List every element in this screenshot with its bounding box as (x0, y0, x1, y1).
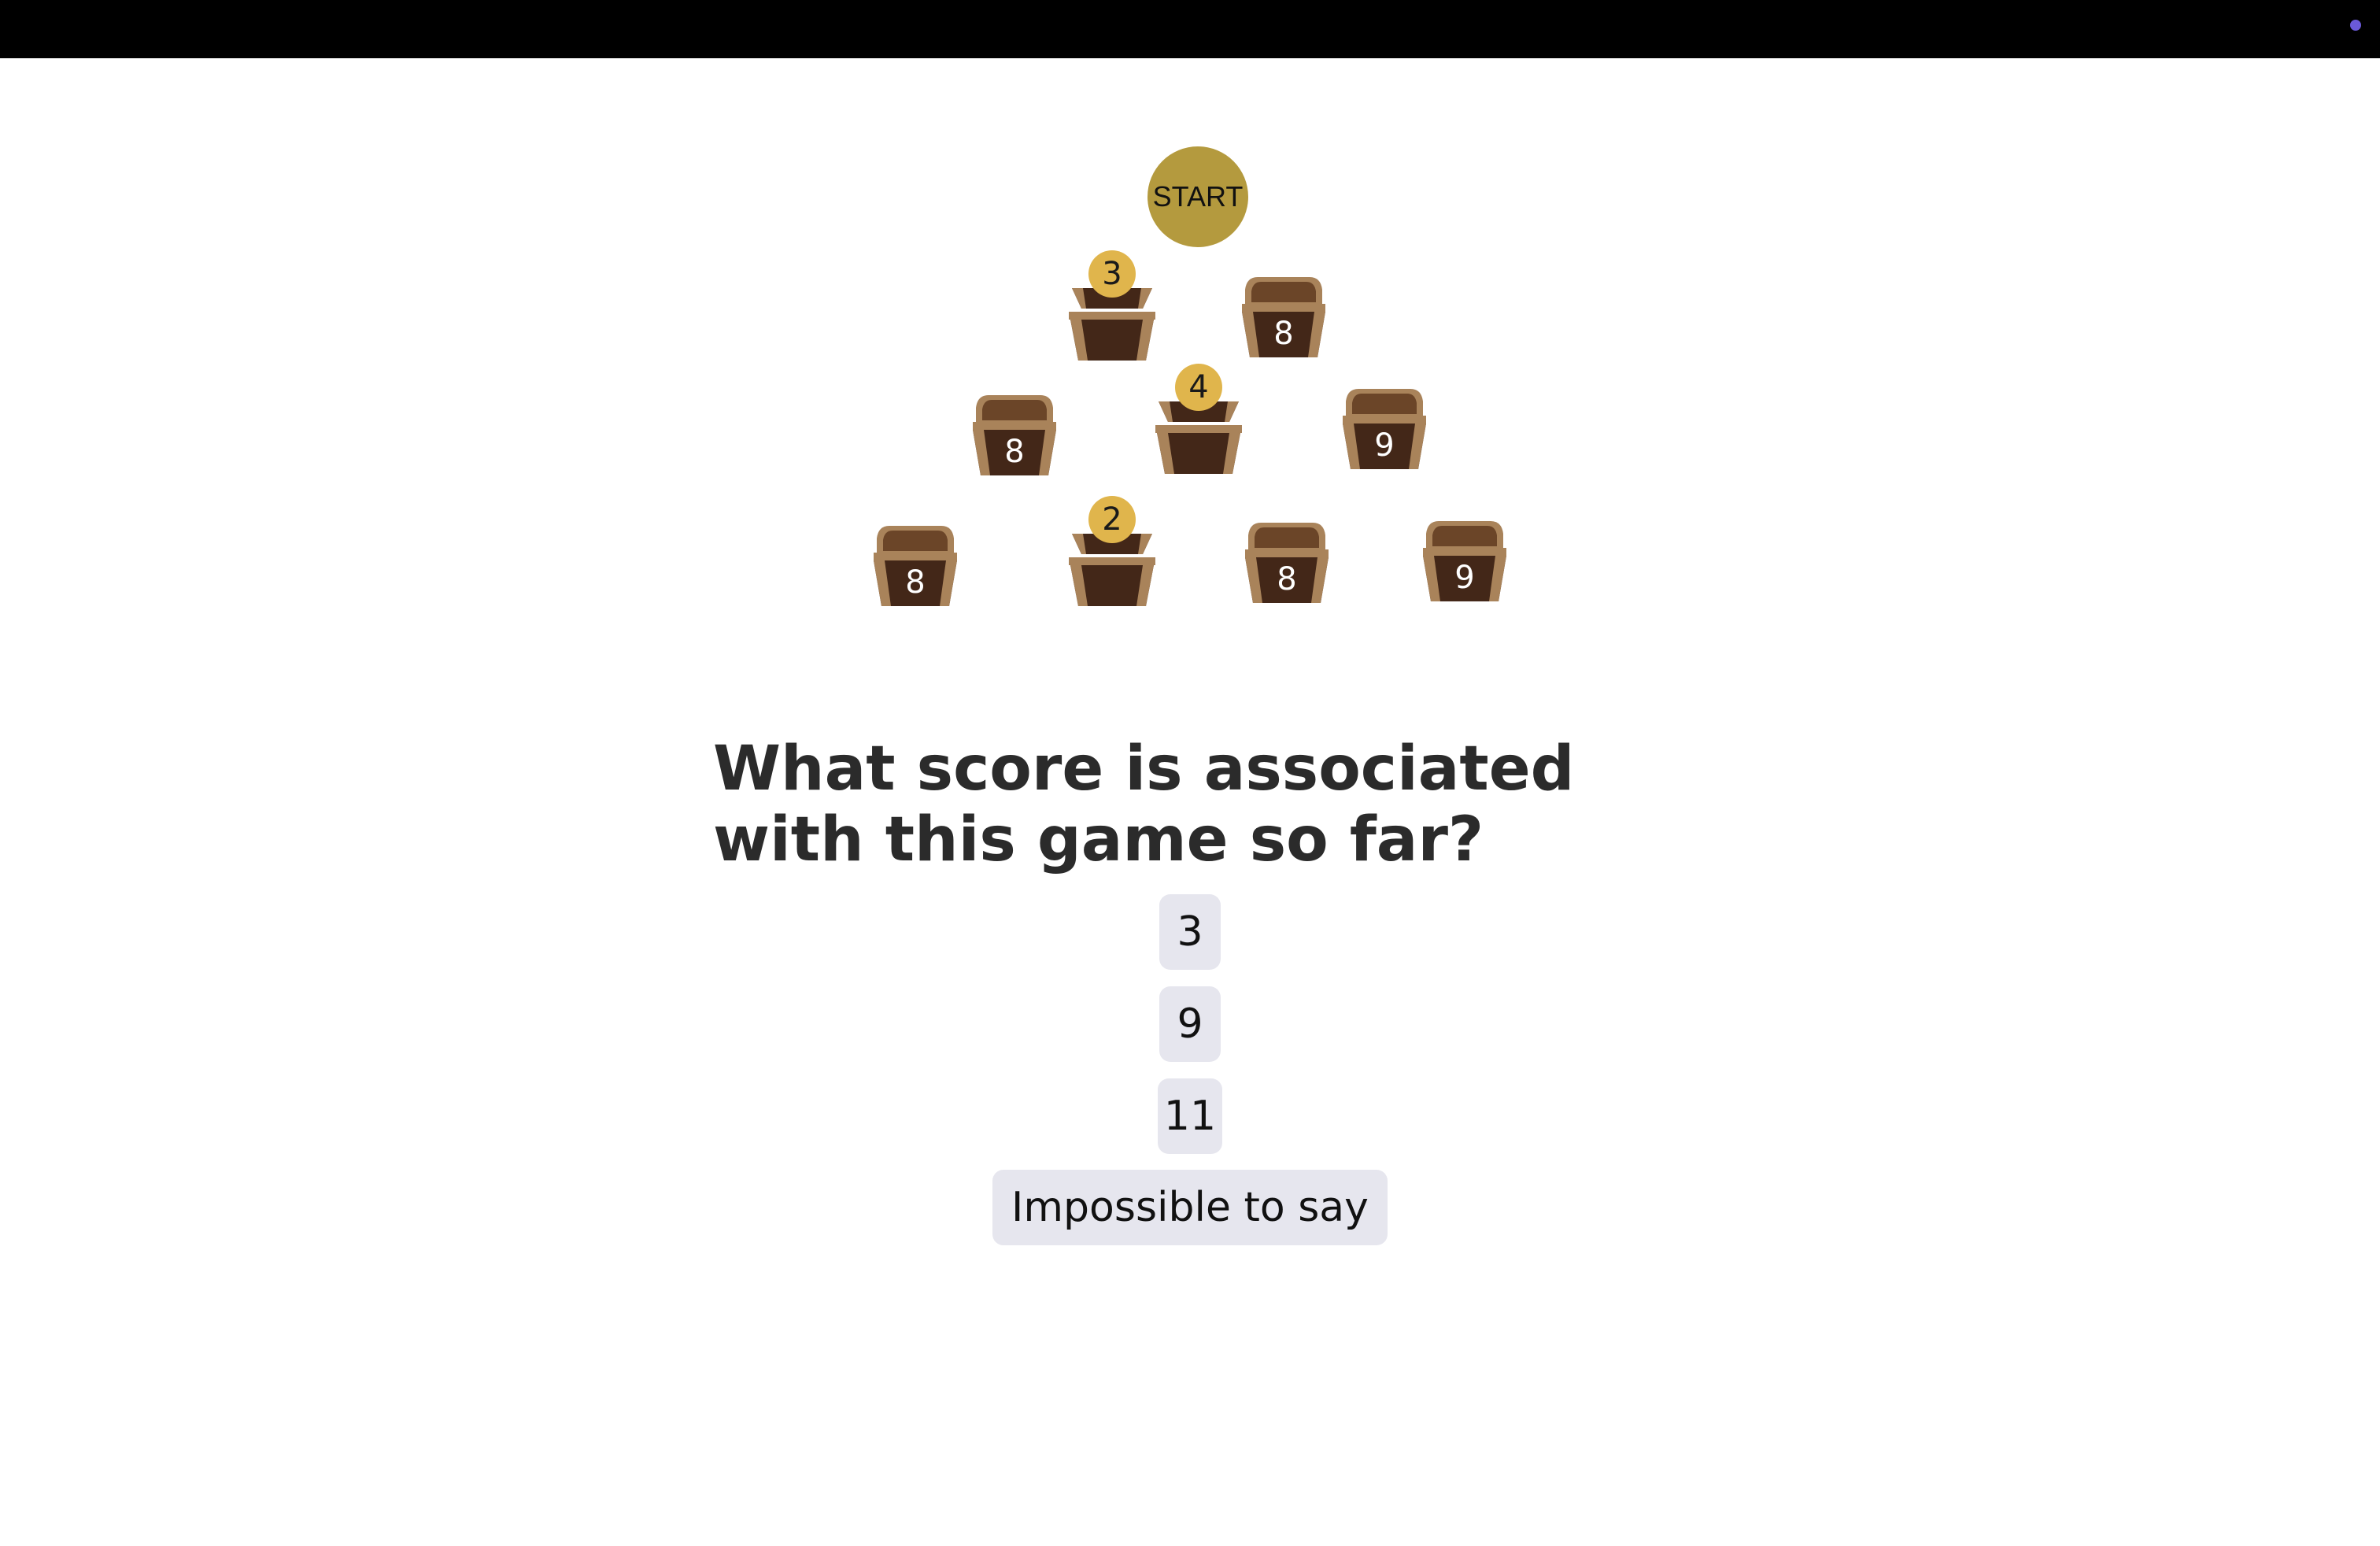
chest-icon (1155, 401, 1242, 474)
chest-icon (1423, 521, 1506, 601)
chest-icon (1245, 523, 1329, 603)
chest-icon (1242, 277, 1325, 357)
coin-token: 2 (1088, 496, 1136, 543)
chest-number: 8 (905, 564, 926, 601)
answer-option-button[interactable]: 11 (1158, 1078, 1222, 1154)
treasure-chest[interactable]: 4 4 (1149, 364, 1248, 474)
coin-token: 4 (1175, 364, 1222, 411)
treasure-chest[interactable]: 3 3 (1062, 250, 1162, 361)
chest-number: 9 (1454, 560, 1475, 596)
treasure-chest[interactable]: 2 2 (1062, 496, 1162, 606)
treasure-chest[interactable]: 9 9 (1335, 384, 1434, 471)
chest-icon (874, 526, 957, 606)
coin-token: 3 (1088, 250, 1136, 298)
start-node[interactable]: START (1148, 146, 1248, 247)
chest-number: 9 (1374, 427, 1395, 464)
chest-number: 8 (1277, 561, 1297, 597)
chest-number: 8 (1273, 316, 1294, 352)
chest-icon (1069, 288, 1155, 361)
chest-icon (1069, 534, 1155, 606)
treasure-chest[interactable]: 8 8 (965, 390, 1064, 477)
chest-number: 8 (1004, 434, 1025, 470)
chest-icon (1343, 389, 1426, 469)
treasure-chest[interactable]: 8 8 (1234, 272, 1333, 359)
question-text: What score is associated with this game … (713, 734, 1575, 875)
treasure-chest[interactable]: 8 8 (1237, 518, 1336, 605)
chest-icon (973, 395, 1056, 475)
answer-option-button[interactable]: 9 (1159, 986, 1221, 1062)
treasure-chest[interactable]: 9 9 (1415, 516, 1514, 603)
answer-option-button[interactable]: 3 (1159, 894, 1221, 970)
treasure-chest[interactable]: 8 8 (866, 521, 965, 608)
answer-option-button[interactable]: Impossible to say (992, 1170, 1388, 1245)
status-dot-icon (2350, 20, 2361, 31)
top-bar (0, 0, 2380, 58)
